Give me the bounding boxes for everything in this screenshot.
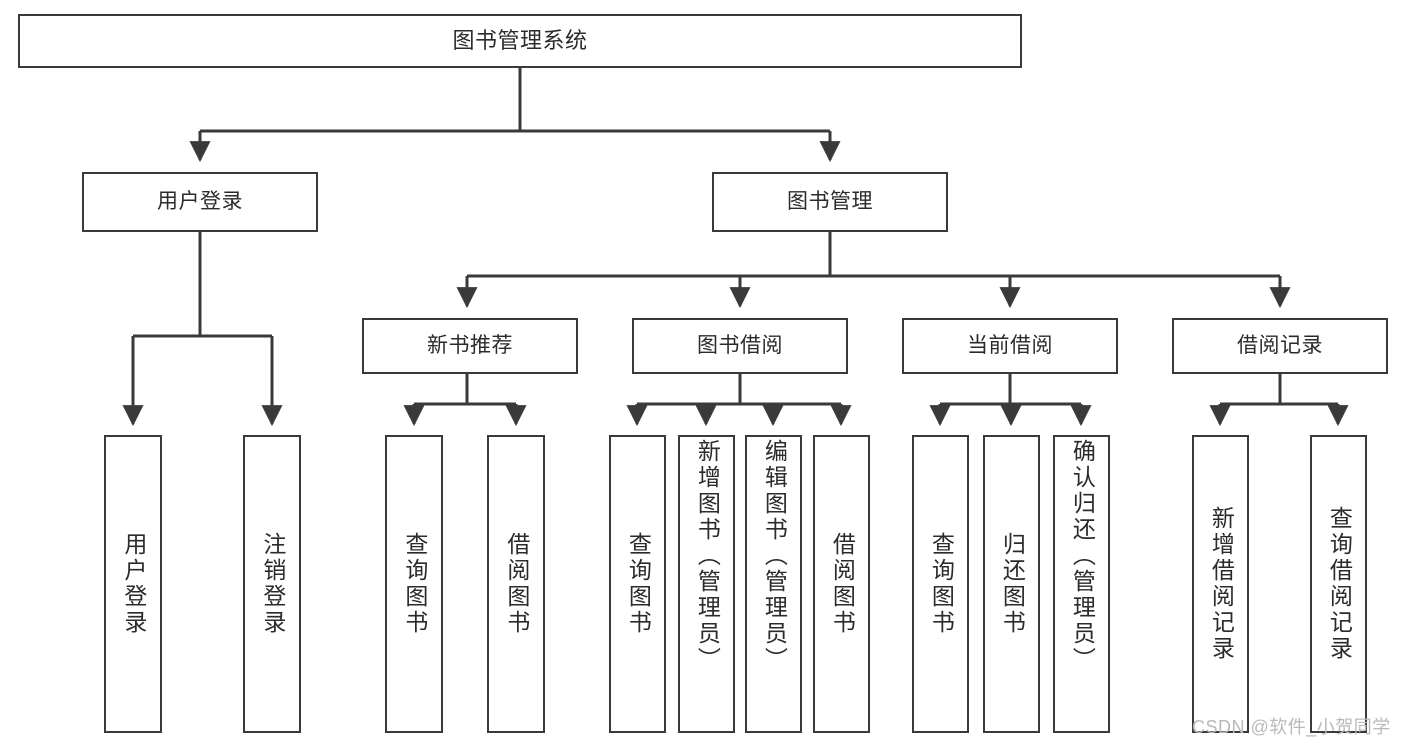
leaf-add-book-admin-label: 新增图书（管理员） bbox=[694, 439, 721, 673]
leaf-current-query-books-label: 查询图书 bbox=[928, 532, 955, 636]
node-user-login[interactable]: 用户登录 bbox=[82, 172, 318, 232]
node-new-book-recommend-label: 新书推荐 bbox=[427, 333, 513, 357]
leaf-add-borrow-record[interactable]: 新增借阅记录 bbox=[1192, 435, 1249, 733]
node-current-borrow[interactable]: 当前借阅 bbox=[902, 318, 1118, 374]
leaf-edit-book-admin[interactable]: 编辑图书（管理员） bbox=[745, 435, 802, 733]
leaf-newbook-borrow-books-label: 借阅图书 bbox=[503, 532, 530, 636]
node-root[interactable]: 图书管理系统 bbox=[18, 14, 1022, 68]
leaf-newbook-query-books[interactable]: 查询图书 bbox=[385, 435, 443, 733]
leaf-query-borrow-record-label: 查询借阅记录 bbox=[1326, 506, 1353, 662]
leaf-confirm-return-admin[interactable]: 确认归还（管理员） bbox=[1053, 435, 1110, 733]
node-borrow-record[interactable]: 借阅记录 bbox=[1172, 318, 1388, 374]
leaf-user-login[interactable]: 用户登录 bbox=[104, 435, 162, 733]
node-book-borrow[interactable]: 图书借阅 bbox=[632, 318, 848, 374]
leaf-logout[interactable]: 注销登录 bbox=[243, 435, 301, 733]
csdn-watermark: CSDN @软件_小贺同学 bbox=[1192, 717, 1391, 737]
leaf-user-login-label: 用户登录 bbox=[120, 532, 147, 636]
leaf-borrow-books-label: 借阅图书 bbox=[829, 532, 856, 636]
node-borrow-record-label: 借阅记录 bbox=[1237, 333, 1323, 357]
node-book-borrow-label: 图书借阅 bbox=[697, 333, 783, 357]
leaf-add-borrow-record-label: 新增借阅记录 bbox=[1208, 506, 1235, 662]
leaf-current-query-books[interactable]: 查询图书 bbox=[912, 435, 969, 733]
node-book-management-label: 图书管理 bbox=[787, 189, 873, 213]
node-book-management[interactable]: 图书管理 bbox=[712, 172, 948, 232]
leaf-add-book-admin[interactable]: 新增图书（管理员） bbox=[678, 435, 735, 733]
leaf-logout-label: 注销登录 bbox=[259, 532, 286, 636]
node-current-borrow-label: 当前借阅 bbox=[967, 333, 1053, 357]
node-new-book-recommend[interactable]: 新书推荐 bbox=[362, 318, 578, 374]
leaf-borrow-query-books[interactable]: 查询图书 bbox=[609, 435, 666, 733]
leaf-return-books-label: 归还图书 bbox=[999, 532, 1026, 636]
leaf-return-books[interactable]: 归还图书 bbox=[983, 435, 1040, 733]
leaf-newbook-borrow-books[interactable]: 借阅图书 bbox=[487, 435, 545, 733]
node-root-label: 图书管理系统 bbox=[452, 28, 588, 54]
leaf-confirm-return-admin-label: 确认归还（管理员） bbox=[1069, 439, 1096, 673]
node-user-login-label: 用户登录 bbox=[157, 189, 243, 213]
leaf-borrow-query-books-label: 查询图书 bbox=[625, 532, 652, 636]
leaf-edit-book-admin-label: 编辑图书（管理员） bbox=[761, 439, 788, 673]
leaf-borrow-books[interactable]: 借阅图书 bbox=[813, 435, 870, 733]
leaf-newbook-query-books-label: 查询图书 bbox=[401, 532, 428, 636]
leaf-query-borrow-record[interactable]: 查询借阅记录 bbox=[1310, 435, 1367, 733]
